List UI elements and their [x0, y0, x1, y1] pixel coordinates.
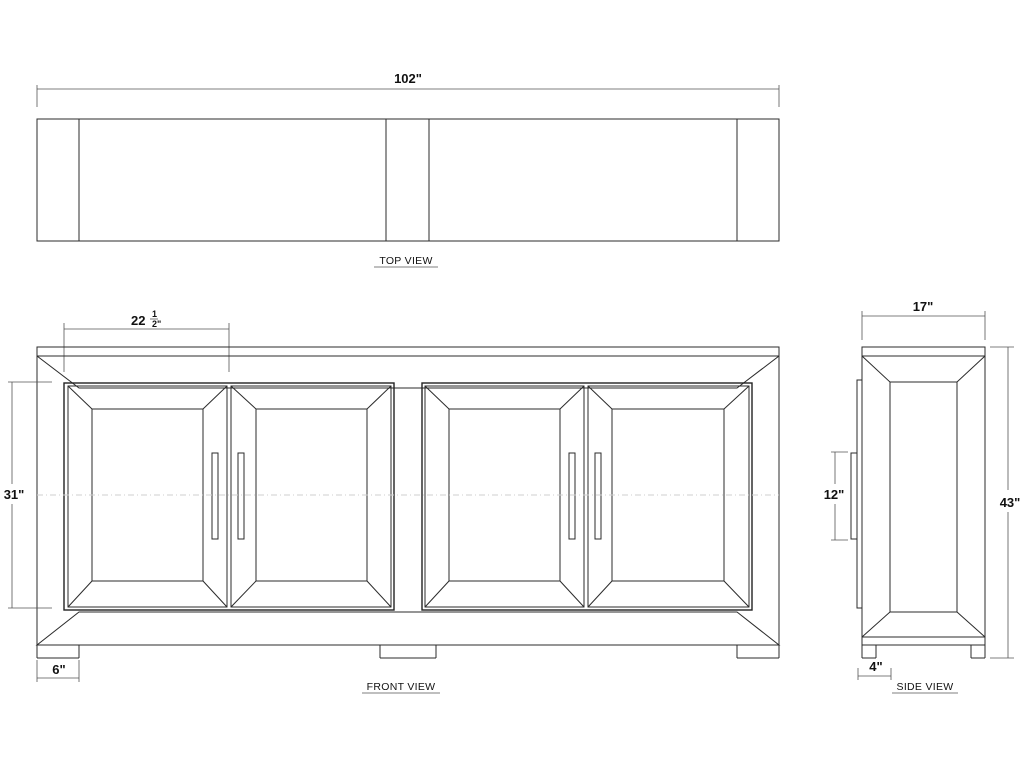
door-2: [230, 385, 392, 608]
handle-length-label: 12": [824, 487, 845, 502]
depth-label: 17": [913, 299, 934, 314]
side-view: 17" 12" 43": [824, 299, 1021, 694]
door-width-dimension: 22 1 2": [63, 309, 230, 372]
top-outline: [36, 118, 780, 242]
door-4-handle: [594, 452, 602, 540]
door-4: [587, 385, 750, 608]
door-width-frac-den: 2": [152, 319, 161, 329]
door-3: [424, 385, 585, 608]
side-outline: [861, 346, 986, 646]
cabinet-plinth: [35, 611, 781, 646]
cabinet-top-cap: [36, 346, 780, 389]
door-height-dimension: 31": [4, 381, 52, 609]
door-width-frac-num: 1: [152, 309, 157, 319]
door-1: [67, 385, 228, 608]
door-3-handle: [568, 452, 576, 540]
front-view: 22 1 2": [4, 309, 781, 694]
overall-height-label: 43": [1000, 495, 1021, 510]
top-view: 102" TOP VIEW: [36, 71, 780, 268]
handle-length-dimension: 12": [824, 451, 848, 541]
door-2-handle: [237, 452, 245, 540]
depth-dimension: 17": [861, 299, 986, 340]
top-view-label: TOP VIEW: [379, 255, 432, 267]
side-handle: [850, 452, 858, 540]
overall-height-dimension: 43": [990, 346, 1021, 659]
overall-width-dimension: 102": [36, 71, 780, 107]
leg-width-dimension: 6": [36, 660, 80, 682]
door-width-label: 22: [131, 313, 145, 328]
door-1-handle: [211, 452, 219, 540]
side-leg-label: 4": [869, 659, 882, 674]
leg-width-label: 6": [52, 662, 65, 677]
door-height-label: 31": [4, 487, 25, 502]
side-view-label: SIDE VIEW: [897, 681, 954, 693]
overall-width-label: 102": [394, 71, 422, 86]
side-leg-dimension: 4": [857, 659, 892, 680]
front-view-label: FRONT VIEW: [367, 681, 436, 693]
